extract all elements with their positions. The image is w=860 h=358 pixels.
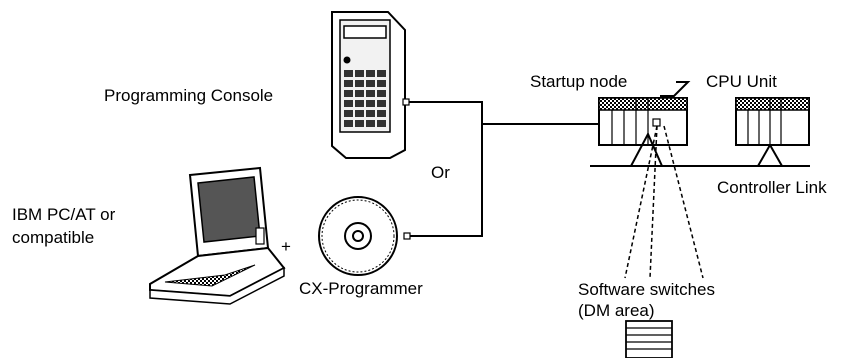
controller-link-bus [590, 131, 810, 167]
label-dm-area: (DM area) [578, 301, 655, 320]
laptop-device [149, 166, 286, 305]
cpu-port-icon [652, 118, 661, 127]
label-cx-programmer: CX-Programmer [299, 279, 423, 298]
label-startup-node: Startup node [530, 72, 627, 91]
cd-disc-icon [318, 196, 411, 276]
dm-area-memory-icon [625, 320, 673, 358]
label-or: Or [431, 163, 450, 182]
programming-console-device [331, 11, 410, 159]
software-switch-callout [624, 125, 704, 279]
label-software-switches: Software switches [578, 280, 715, 299]
label-ibm-pc-line2: compatible [12, 228, 94, 247]
plus-symbol: + [281, 237, 291, 256]
console-port-icon [402, 98, 410, 106]
label-cpu-unit: CPU Unit [706, 72, 777, 91]
label-ibm-pc-line1: IBM PC/AT or [12, 205, 116, 224]
second-node-plc [735, 97, 810, 146]
startup-node-plc [598, 97, 688, 146]
console-keypad [344, 70, 386, 127]
label-programming-console: Programming Console [104, 86, 273, 105]
label-controller-link: Controller Link [717, 178, 827, 197]
cpu-unit-pointer [660, 81, 691, 97]
cd-port-icon [403, 232, 411, 240]
